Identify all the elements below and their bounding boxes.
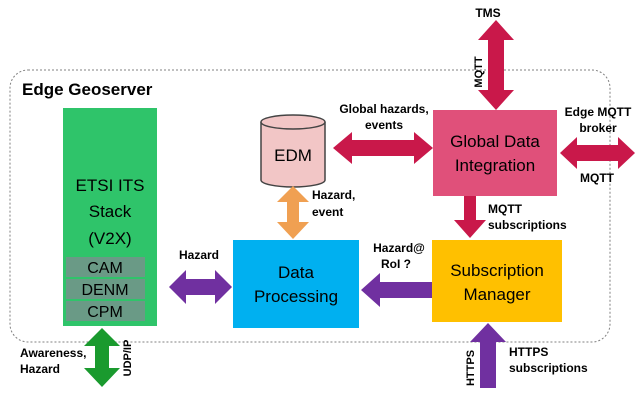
- cam-label: CAM: [87, 260, 123, 277]
- denm-box: [66, 279, 145, 299]
- etsi-dp-arrow: [169, 270, 232, 304]
- cam-box: [66, 257, 145, 277]
- https-arrow: [470, 323, 506, 388]
- data-processing-block: [233, 240, 359, 328]
- awareness-udp-arrow: [84, 328, 120, 387]
- gdi-line-1: Global Data: [450, 132, 540, 151]
- edm-database-icon: [260, 114, 326, 188]
- sm-line-1: Subscription: [450, 261, 544, 280]
- edge-mqtt-label-1: Edge MQTT: [565, 105, 632, 119]
- edge-mqtt-arrow: [560, 137, 635, 169]
- https-subs-label-1: HTTPS: [509, 345, 548, 359]
- denm-label: DENM: [81, 282, 128, 299]
- tms-label: TMS: [475, 6, 500, 20]
- gdi-to-sm-arrow: [454, 196, 486, 238]
- edge-geoserver-title: Edge Geoserver: [22, 80, 153, 99]
- mqtt-subs-label-2: subscriptions: [488, 218, 567, 232]
- awareness-label-2: Hazard: [20, 362, 60, 376]
- edge-geoserver-container: [9, 69, 611, 343]
- global-hazards-label-2: events: [365, 118, 403, 132]
- etsi-line-2: Stack: [89, 202, 132, 221]
- etsi-line-1: ETSI ITS: [76, 176, 145, 195]
- tms-mqtt-arrow: [478, 20, 514, 110]
- sm-to-dp-arrow: [361, 273, 432, 307]
- global-data-integration-block: [433, 110, 557, 196]
- gdi-line-2: Integration: [455, 156, 535, 175]
- https-subs-label-2: subscriptions: [509, 361, 588, 375]
- subscription-manager-block: [432, 240, 562, 322]
- dp-line-1: Data: [278, 263, 314, 282]
- hazard-label: Hazard: [179, 248, 219, 262]
- mqtt-right-label: MQTT: [580, 171, 615, 185]
- cpm-label: CPM: [87, 304, 123, 321]
- sm-line-2: Manager: [463, 285, 530, 304]
- cpm-box: [66, 301, 145, 321]
- dp-line-2: Processing: [254, 287, 338, 306]
- edm-gdi-arrow: [333, 132, 433, 164]
- hazard-event-label-2: event: [312, 205, 343, 219]
- etsi-line-3: (V2X): [88, 229, 131, 248]
- edm-label: EDM: [274, 146, 312, 165]
- edge-mqtt-label-2: broker: [579, 121, 617, 135]
- udp-ip-label: UDP/IP: [122, 340, 134, 377]
- https-vertical-label: HTTPS: [465, 350, 477, 386]
- global-hazards-label-1: Global hazards,: [339, 102, 428, 116]
- hazard-event-label-1: Hazard,: [312, 188, 355, 202]
- mqtt-vertical-label: MQTT: [473, 56, 485, 87]
- hazard-roi-label-2: RoI ?: [381, 257, 411, 271]
- awareness-label-1: Awareness,: [20, 346, 87, 360]
- edm-dp-arrow: [277, 186, 309, 239]
- hazard-roi-label-1: Hazard@: [373, 241, 425, 255]
- mqtt-subs-label-1: MQTT: [488, 202, 523, 216]
